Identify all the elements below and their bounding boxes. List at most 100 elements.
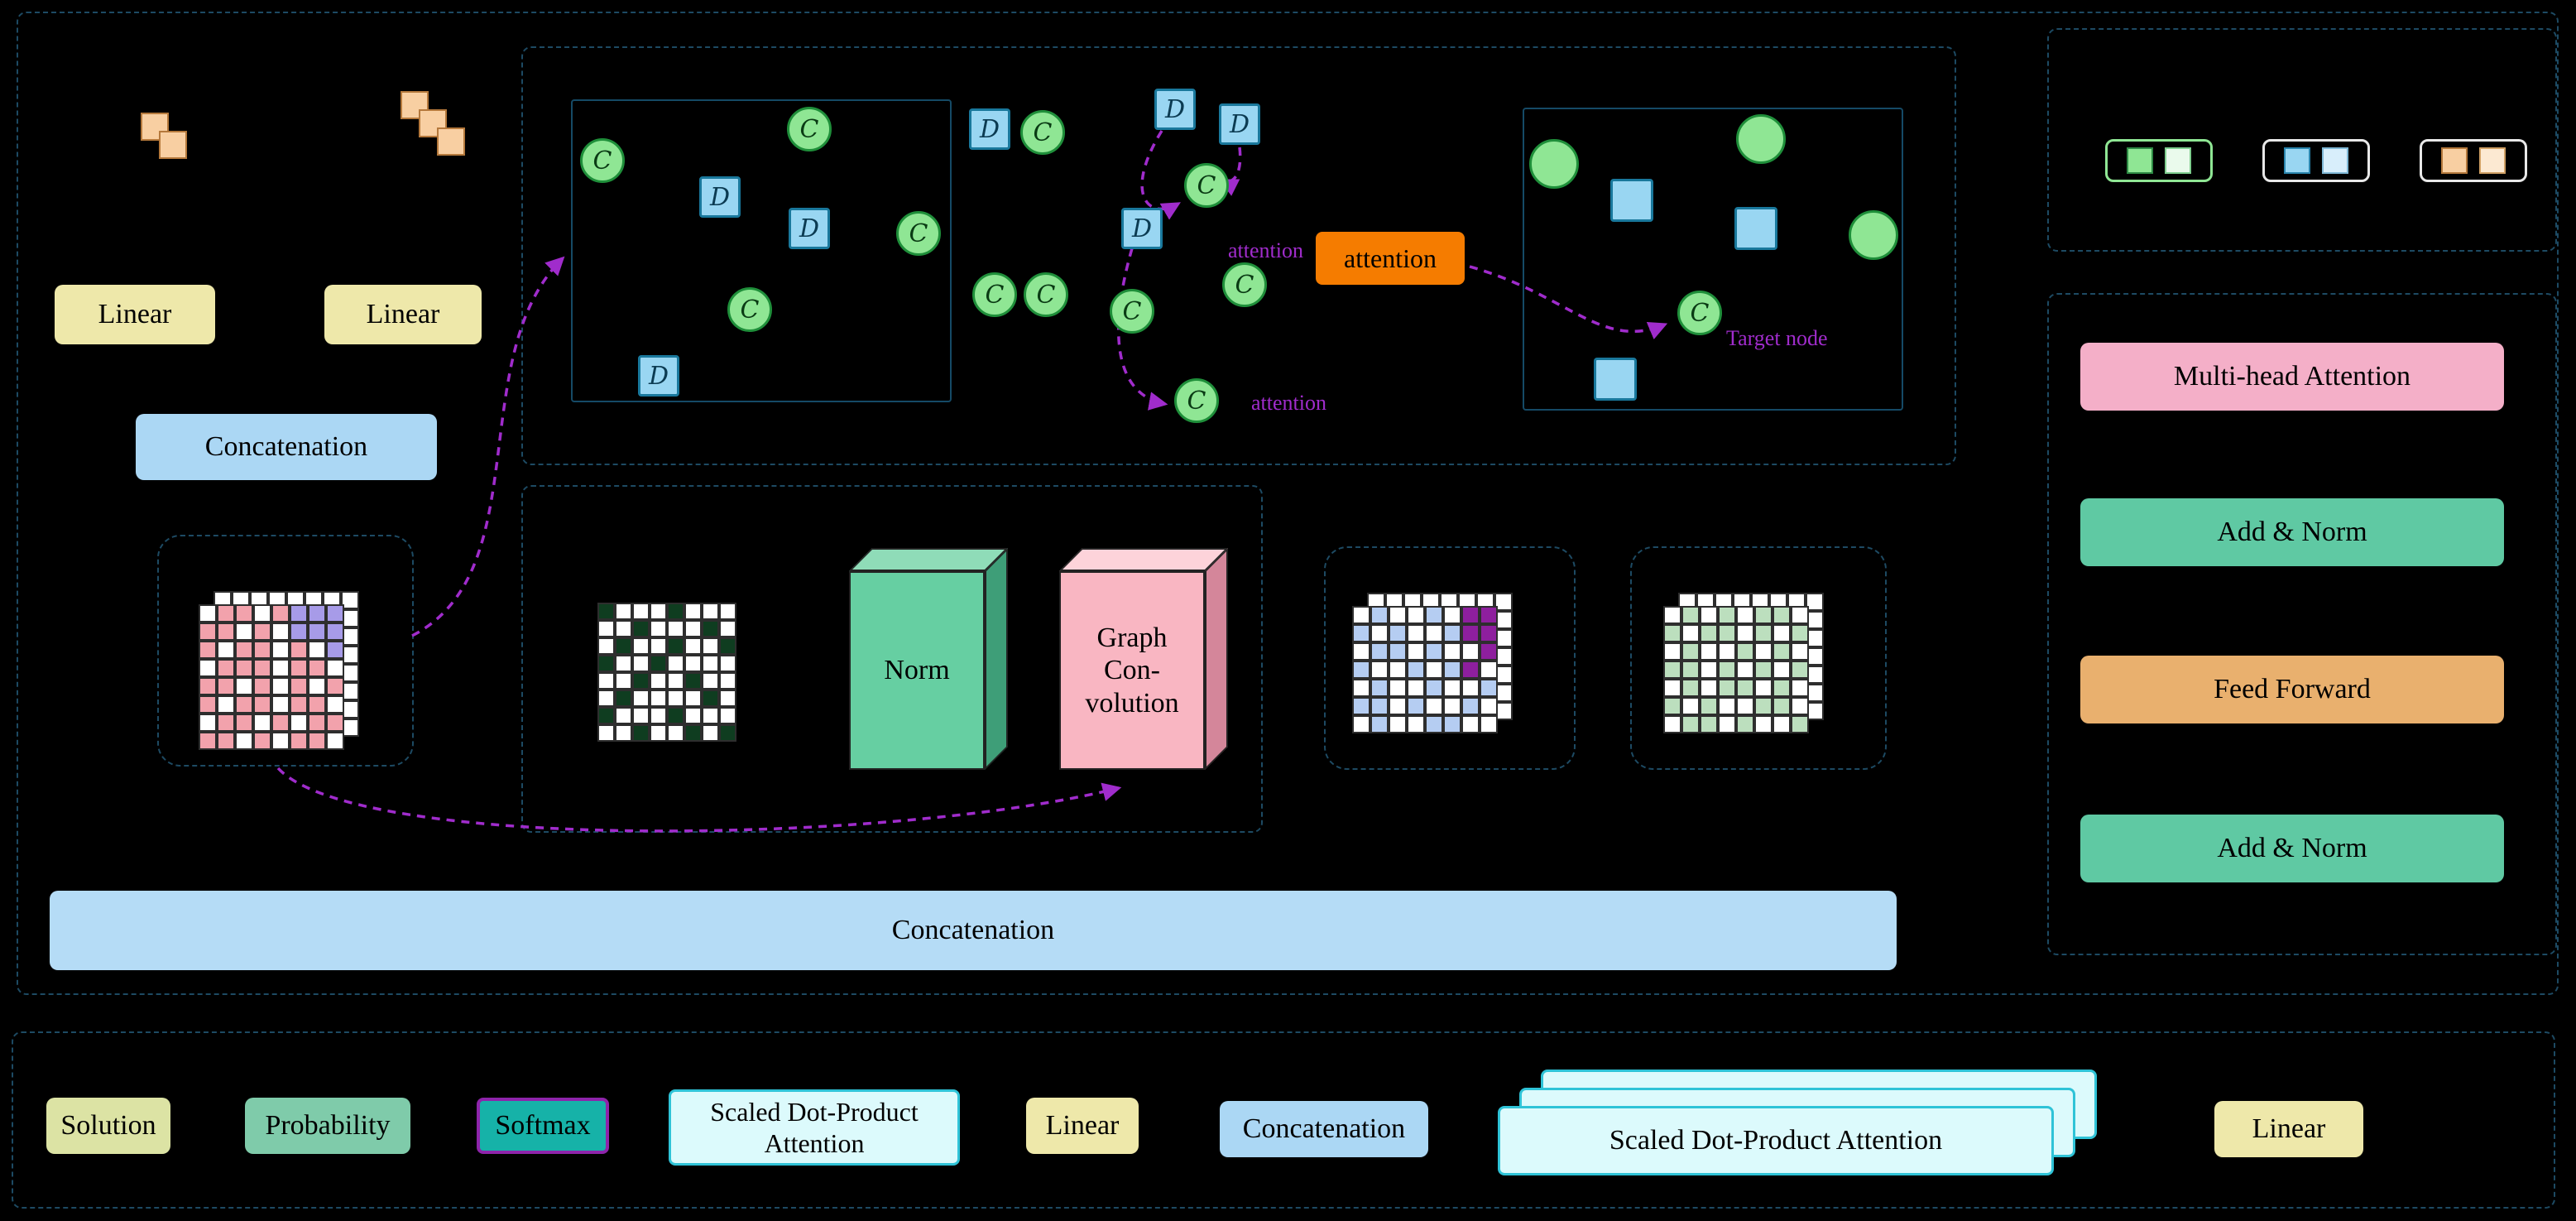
matrix-cell	[1370, 715, 1389, 733]
matrix-cell	[271, 677, 290, 695]
matrix-cell	[597, 672, 615, 690]
matrix-cell	[290, 604, 308, 623]
matrix-cell	[597, 620, 615, 637]
graph-convolution-top-face	[1059, 548, 1228, 571]
matrix-cell	[1443, 642, 1461, 661]
customer-node: C	[972, 272, 1017, 317]
matrix-cell	[253, 641, 271, 659]
matrix-cell	[271, 714, 290, 732]
matrix-cell	[1407, 642, 1425, 661]
depot-node: D	[969, 108, 1010, 150]
matrix-cell	[1443, 715, 1461, 733]
depot-node: D	[1154, 89, 1196, 130]
matrix-cell	[271, 623, 290, 641]
matrix-cell	[597, 603, 615, 620]
matrix-cell	[1700, 661, 1718, 679]
matrix-cell	[1425, 715, 1443, 733]
matrix-cell	[650, 672, 667, 690]
matrix-cell	[650, 724, 667, 742]
matrix-cell	[199, 695, 217, 714]
matrix-cell	[597, 637, 615, 655]
matrix-cell	[1718, 697, 1736, 715]
matrix-cell	[1370, 642, 1389, 661]
matrix-cell	[1663, 679, 1681, 697]
matrix-cell	[1772, 697, 1791, 715]
matrix-cell	[1407, 715, 1425, 733]
softmax-box: Softmax	[477, 1098, 609, 1154]
legend-depot-pair-swatch	[2284, 147, 2310, 174]
matrix-cell	[1663, 642, 1681, 661]
embedding-square	[141, 113, 169, 141]
matrix-cell	[326, 677, 344, 695]
matrix-cell	[1407, 679, 1425, 697]
matrix-cell	[1791, 661, 1809, 679]
matrix-cell	[615, 707, 632, 724]
matrix-cell	[253, 659, 271, 677]
legend-customer-pair-swatch	[2165, 147, 2191, 174]
matrix-cell	[667, 724, 684, 742]
matrix-cell	[290, 695, 308, 714]
customer-node	[1529, 139, 1579, 189]
embedding-matrix-panel	[157, 535, 414, 767]
matrix-cell	[1791, 679, 1809, 697]
matrix-cell	[1754, 715, 1772, 733]
matrix-cell	[1480, 715, 1498, 733]
matrix-cell	[308, 714, 326, 732]
legend-items	[2105, 139, 2535, 184]
legend-panel	[2047, 28, 2557, 252]
matrix-cell	[271, 659, 290, 677]
matrix-cell	[290, 732, 308, 750]
matrix-cell	[684, 620, 702, 637]
matrix-cell	[650, 620, 667, 637]
matrix-cell	[1443, 606, 1461, 624]
matrix-cell	[1791, 624, 1809, 642]
depot-node: D	[789, 208, 830, 249]
attention-arrow-label-2: attention	[1251, 391, 1326, 415]
matrix-cell	[684, 672, 702, 690]
matrix-cell	[1352, 661, 1370, 679]
matrix-cell	[1389, 624, 1407, 642]
matrix-cell	[271, 641, 290, 659]
matrix-cell	[597, 690, 615, 707]
matrix-cell	[253, 714, 271, 732]
matrix-cell	[1461, 624, 1480, 642]
matrix-cell	[615, 672, 632, 690]
matrix-cell	[1407, 624, 1425, 642]
matrix-cell	[253, 732, 271, 750]
matrix-cell	[290, 677, 308, 695]
matrix-cell	[1425, 642, 1443, 661]
depot-node	[1610, 179, 1653, 222]
matrix-cell	[1407, 661, 1425, 679]
matrix-cell	[1681, 642, 1700, 661]
matrix-cell	[1700, 679, 1718, 697]
linear-box-decoder-1: Linear	[1026, 1098, 1139, 1154]
matrix-cell	[597, 655, 615, 672]
matrix-cell	[326, 714, 344, 732]
customer-node: C	[1020, 110, 1065, 155]
matrix-cell	[719, 637, 736, 655]
matrix-cell	[650, 655, 667, 672]
matrix-cell	[667, 655, 684, 672]
matrix-cell	[290, 641, 308, 659]
matrix-cell	[308, 659, 326, 677]
matrix-cell	[1772, 679, 1791, 697]
matrix-cell	[702, 620, 719, 637]
matrix-cell	[719, 707, 736, 724]
linear-button-left: Linear	[55, 285, 215, 344]
target-node-label: Target node	[1726, 326, 1828, 350]
matrix-cell	[667, 603, 684, 620]
matrix-cell	[199, 677, 217, 695]
depot-node: D	[1219, 103, 1260, 145]
embedding-square	[437, 127, 465, 156]
matrix-cell	[632, 707, 650, 724]
customer-node: C	[1222, 262, 1267, 307]
matrix-cell	[308, 623, 326, 641]
matrix-cell	[632, 603, 650, 620]
matrix-cell	[1425, 697, 1443, 715]
matrix-cell	[1480, 642, 1498, 661]
matrix-cell	[1370, 624, 1389, 642]
matrix-cell	[1772, 642, 1791, 661]
